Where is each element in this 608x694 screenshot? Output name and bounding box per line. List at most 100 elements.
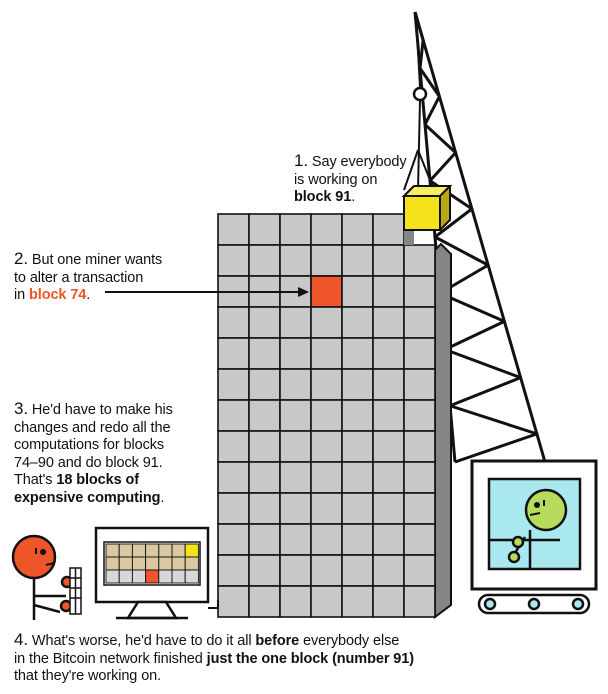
caption-4-bold2: just the one block (number 91) (206, 650, 414, 667)
tower-block (341, 430, 374, 463)
tower-block (403, 430, 436, 463)
tower-block (279, 213, 312, 246)
crane-cab (470, 459, 598, 591)
crane-tread (477, 593, 591, 615)
screen-cell (131, 556, 147, 571)
screen-cell (158, 569, 173, 584)
tower-block (217, 554, 250, 587)
caption-3-line1: He'd have to make his (27, 402, 173, 418)
tower-block (310, 554, 343, 587)
tower-block (279, 337, 312, 370)
tower-block (372, 275, 405, 308)
tower-block (372, 306, 405, 339)
tower-block (248, 306, 281, 339)
caption-3-line4: 74–90 and do block 91. (14, 454, 163, 471)
altered-block-74 (310, 275, 343, 308)
tower-block (372, 244, 405, 277)
caption-2-end: . (86, 287, 91, 303)
caption-1-bold: block 91 (294, 189, 352, 205)
tower-block (403, 306, 436, 339)
tower-block (279, 430, 312, 463)
caption-4-line1a: What's worse, he'd have to do it all (27, 633, 256, 649)
tower-block (248, 430, 281, 463)
tower-block (403, 585, 436, 618)
tower-block (248, 368, 281, 401)
caption-4-line2a: in the Bitcoin network finished (14, 650, 207, 667)
caption-4-number: 4. (14, 630, 28, 649)
tower-block (372, 554, 405, 587)
caption-1-line1: Say everybody (307, 154, 407, 170)
tower-block (310, 430, 343, 463)
miner-person-icon (11, 534, 74, 620)
caption-2-line2: to alter a transaction (14, 269, 144, 286)
screen-cell (171, 543, 186, 558)
tower-block (341, 523, 374, 556)
tower-block (341, 275, 374, 308)
screen-cell (118, 543, 133, 558)
tower-block (341, 244, 374, 277)
tower-block (279, 244, 312, 277)
tower-block (279, 399, 312, 432)
caption-3-line2: changes and redo all the (14, 419, 171, 436)
tower-block (248, 337, 281, 370)
screen-cell (158, 556, 173, 571)
tower-block (217, 430, 250, 463)
tower-block (248, 492, 281, 525)
caption-3-line3: computations for blocks (14, 437, 165, 453)
tower-block (372, 399, 405, 432)
screen-cell (131, 569, 147, 584)
tower-block (372, 492, 405, 525)
tower-block (279, 368, 312, 401)
caption-4-line1b: everybody else (299, 633, 400, 649)
tower-block (310, 399, 343, 432)
tower-block (403, 554, 436, 587)
caption-2-number: 2. (14, 249, 28, 268)
caption-1-end: . (351, 189, 356, 205)
tower-block (372, 337, 405, 370)
tower-block (248, 213, 281, 246)
screen-cell (184, 569, 199, 584)
screen-cell (118, 569, 133, 584)
caption-3-pre: That's (14, 472, 57, 488)
tower-block (217, 337, 250, 370)
tower-block (279, 306, 312, 339)
caption-1-line2: is working on (294, 171, 378, 188)
tower-block (341, 492, 374, 525)
tower-block (310, 337, 343, 370)
computer-monitor-icon (94, 526, 219, 620)
tower-block (341, 554, 374, 587)
tower-block (248, 399, 281, 432)
tower-block (310, 461, 343, 494)
pointer-arrow (105, 287, 309, 297)
screen-cell (171, 569, 186, 584)
tower-block (217, 492, 250, 525)
tower-block (341, 213, 374, 246)
tower-block (248, 244, 281, 277)
tower-block (217, 368, 250, 401)
caption-3-number: 3. (14, 399, 28, 418)
tower-block (217, 461, 250, 494)
tower-block (217, 244, 250, 277)
tower-block (217, 585, 250, 618)
caption-3-end: . (160, 489, 165, 506)
tower-block (372, 430, 405, 463)
tower-block (310, 306, 343, 339)
caption-4-bold1: before (255, 633, 300, 649)
tower-block (403, 275, 436, 308)
tower-block (217, 306, 250, 339)
tower-block (310, 523, 343, 556)
block-tower (217, 213, 452, 619)
tower-block (310, 585, 343, 618)
screen-cell (158, 543, 173, 558)
screen-cell (105, 543, 120, 558)
tower-block (372, 523, 405, 556)
caption-4-line3: that they're working on. (14, 668, 162, 684)
tower-block (279, 585, 312, 618)
tower-block (341, 461, 374, 494)
screen-cell (184, 543, 199, 558)
caption-3-bold1: 18 blocks of (56, 472, 139, 488)
keyboard-icon (69, 567, 82, 615)
tower-block (217, 213, 250, 246)
tower-block (403, 244, 436, 277)
